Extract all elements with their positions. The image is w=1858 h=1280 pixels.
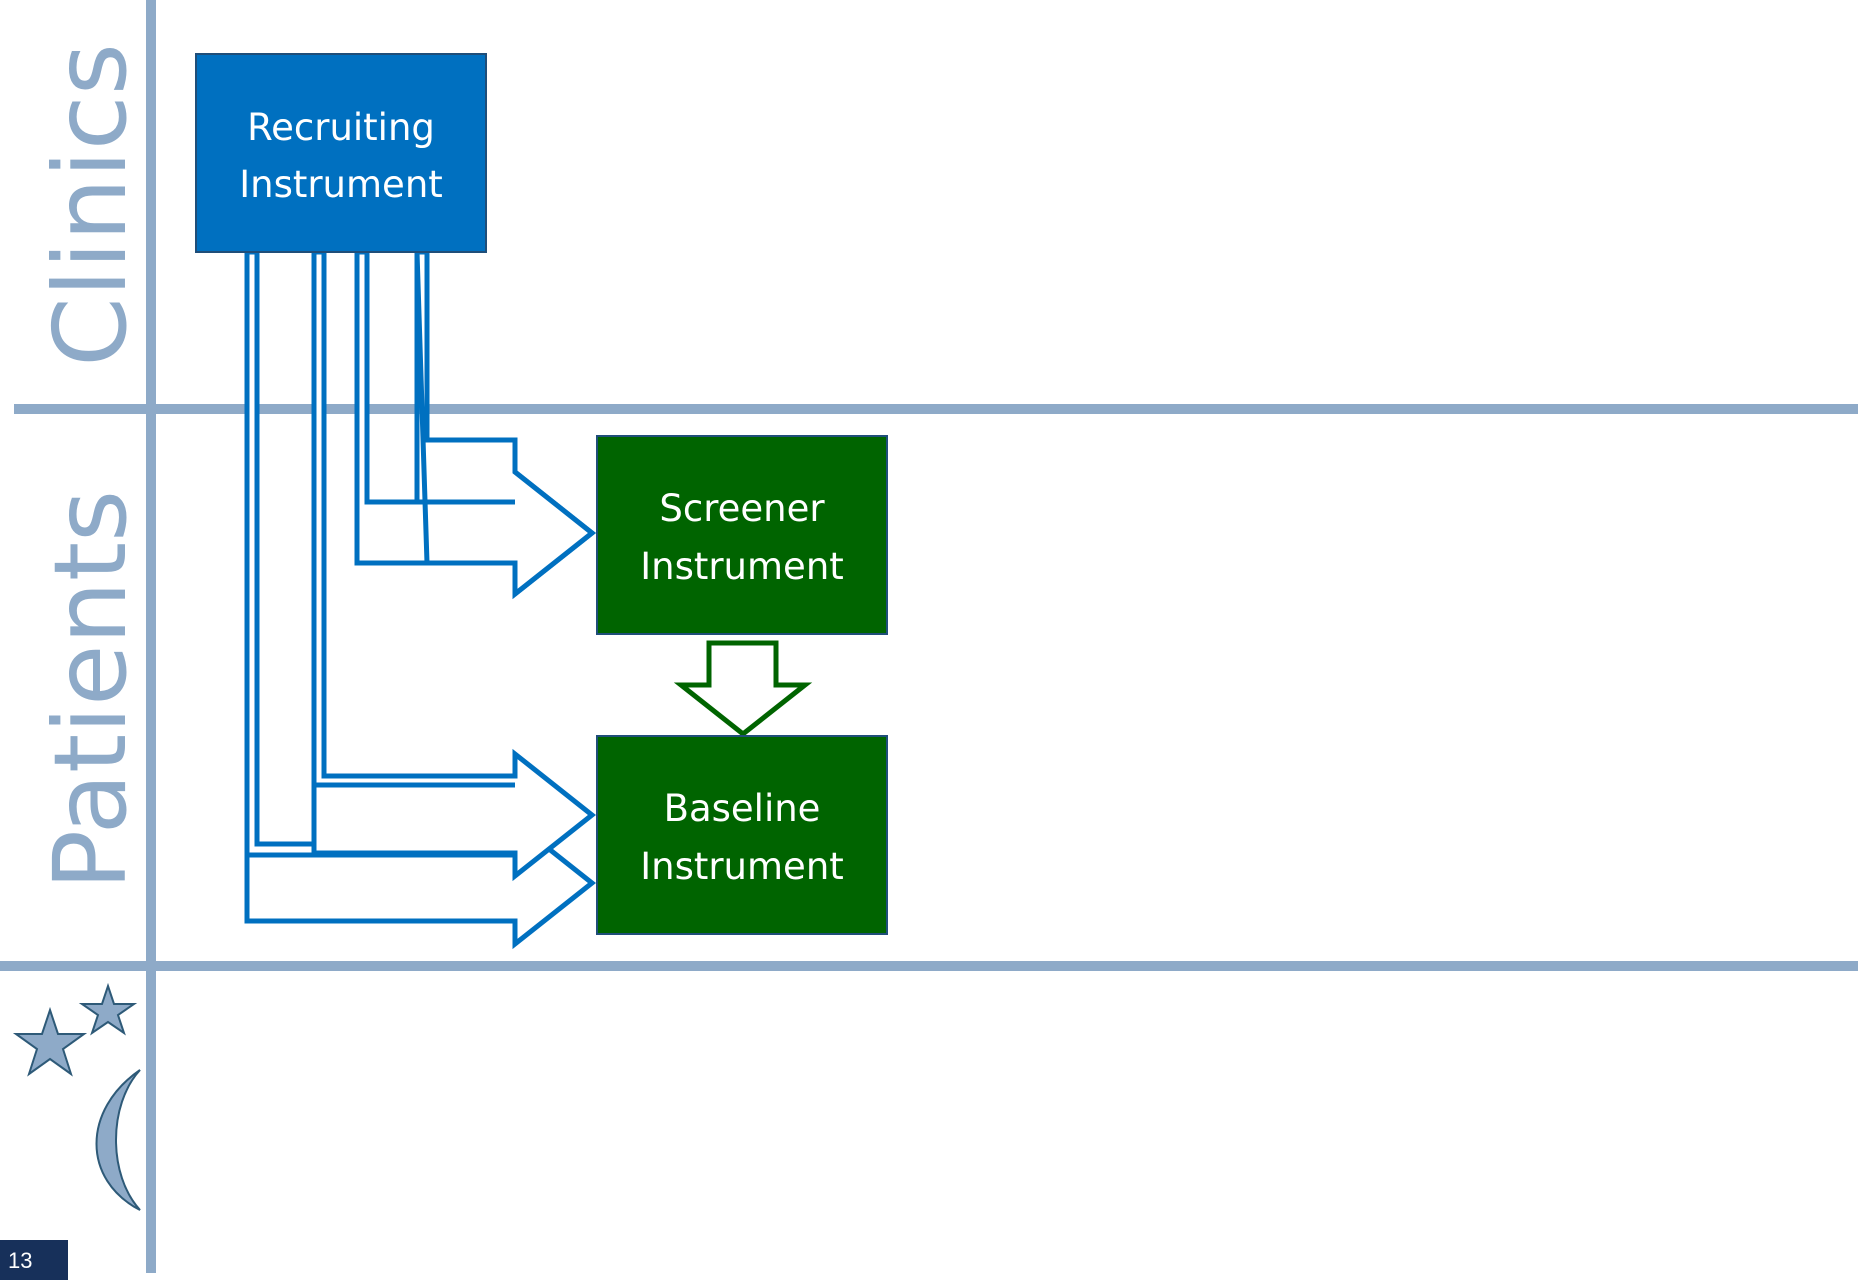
lane-divider-top (14, 404, 1858, 414)
slide-number: 13 (0, 1240, 68, 1280)
recruiting-instrument-box: Recruiting Instrument (195, 53, 487, 253)
vertical-divider (146, 0, 156, 1273)
shaft-c (354, 252, 515, 566)
recruiting-box-line2: Instrument (239, 163, 443, 206)
crescent-moon-icon (95, 1069, 141, 1211)
small-star-icon (78, 982, 138, 1036)
blue-connectors (244, 249, 597, 950)
blue-connector-shafts (244, 252, 515, 858)
baseline-instrument-box: Baseline Instrument (596, 735, 888, 935)
connector-recruiting-to-screener-inner (414, 249, 597, 600)
recruiting-box-line1: Recruiting (247, 106, 435, 149)
lane-label-clinics: Clinics (32, 43, 149, 367)
large-star-icon (12, 1006, 88, 1077)
recruiting-box-rect (195, 53, 487, 253)
shaft-b (311, 252, 515, 788)
baseline-box-rect (596, 735, 888, 935)
baseline-box-line2: Instrument (640, 845, 844, 888)
shaft-a (244, 252, 515, 858)
screener-box-line2: Instrument (640, 545, 844, 588)
stars-and-moon-icon (12, 982, 141, 1211)
connector-recruiting-to-baseline-outer (244, 249, 597, 950)
shaft-d (414, 252, 515, 505)
lane-label-patients: Patients (32, 490, 149, 890)
lane-divider-bottom (0, 961, 1858, 971)
baseline-box-line1: Baseline (664, 787, 821, 830)
screener-to-baseline-arrow (673, 640, 813, 738)
screener-box-rect (596, 435, 888, 635)
screener-box-line1: Screener (659, 487, 825, 530)
screener-instrument-box: Screener Instrument (596, 435, 888, 635)
